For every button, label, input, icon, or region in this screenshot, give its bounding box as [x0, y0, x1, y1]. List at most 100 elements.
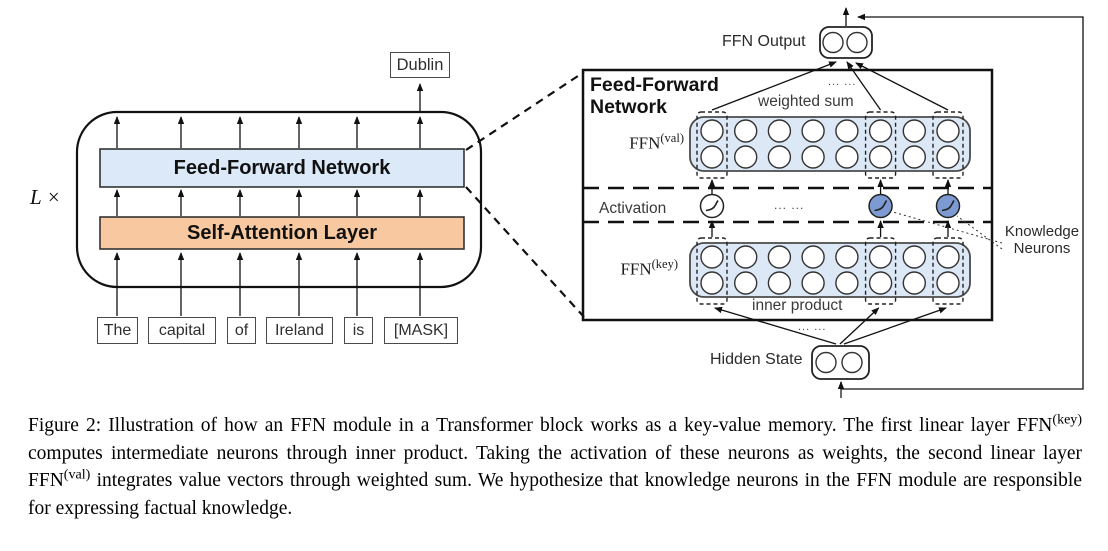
knowledge-neuron-pointer-2	[956, 215, 1003, 250]
ffn-detail-title-line2: Network	[590, 96, 667, 118]
ffn-key-base: FFN	[620, 259, 652, 279]
weighted-sum-label: weighted sum	[758, 93, 854, 110]
inner-product-arrow	[839, 307, 880, 345]
neuron-circle	[868, 119, 893, 143]
knowledge-neurons-label: Knowledge Neurons	[998, 223, 1086, 257]
val-column-highlight	[696, 111, 728, 179]
figure-caption: Figure 2: Illustration of how an FFN mod…	[28, 412, 1082, 522]
key-column-highlight	[696, 237, 728, 305]
self-attention-layer-label: Self-Attention Layer	[186, 222, 378, 244]
weighted-sum-arrow	[711, 61, 837, 111]
feed-forward-network-box	[99, 148, 465, 188]
zoom-connector-top	[465, 71, 585, 151]
activation-function-icon	[699, 193, 725, 219]
ffn-val-base: FFN	[629, 133, 661, 153]
key-column-highlight	[864, 237, 897, 305]
neuron-circle	[700, 245, 724, 269]
ffn-detail-box	[581, 68, 994, 322]
activation-circle	[868, 193, 893, 219]
input-token-capital: capital	[148, 317, 216, 344]
residual-connection-line	[841, 13, 1084, 390]
knowledge-neurons-line2: Neurons	[1013, 239, 1071, 257]
ffn-output-label: FFN Output	[722, 33, 806, 50]
val-column-highlight	[932, 111, 964, 179]
caption-text: computes intermediate neurons through in…	[28, 442, 1082, 492]
output-token-box: Dublin	[390, 52, 450, 78]
ffn-detail-title: Feed-Forward Network	[590, 74, 719, 118]
neuron-circle	[868, 271, 893, 295]
self-attention-layer-box	[99, 216, 465, 250]
neuron-circle	[734, 145, 758, 169]
neuron-circle	[936, 119, 960, 143]
neuron-circle	[801, 145, 825, 169]
neuron-circle	[868, 145, 893, 169]
neuron-circle	[801, 245, 825, 269]
neuron-circle	[734, 119, 758, 143]
input-token-of: of	[227, 317, 256, 344]
ellipsis-bottom: ... ...	[798, 321, 827, 333]
activation-curve	[941, 200, 955, 212]
neuron-circle	[801, 119, 825, 143]
weighted-sum-arrow	[846, 61, 882, 111]
neuron-circle	[801, 271, 825, 295]
neuron-circle	[936, 245, 960, 269]
neuron-circle	[835, 245, 859, 269]
neuron-circle	[700, 145, 724, 169]
activation-curve	[705, 200, 719, 212]
input-token-is: is	[344, 317, 373, 344]
neuron-circle	[835, 145, 859, 169]
weighted-sum-arrow	[855, 62, 949, 111]
neuron-circle	[767, 245, 792, 269]
input-token-the: The	[97, 317, 138, 344]
knowledge-neuron-icon	[935, 193, 961, 219]
diagram-canvas	[75, 7, 1084, 398]
inner-product-arrow	[843, 307, 947, 345]
neuron-circle	[835, 119, 859, 143]
ffn-key-sup: (key)	[651, 257, 678, 271]
neuron-circle	[734, 245, 758, 269]
caption-superscript: (val)	[63, 466, 91, 483]
input-token-mask: [MASK]	[384, 317, 458, 344]
ffn-detail-title-line1: Feed-Forward	[590, 74, 719, 96]
ellipsis-top: ... ...	[828, 76, 857, 88]
ffn-key-label: FFN(key)	[606, 257, 678, 280]
column-flow-arrows	[708, 61, 952, 345]
neuron-circle	[767, 145, 792, 169]
key-column-highlight	[932, 237, 964, 305]
ffn-val-matrix	[689, 116, 971, 172]
neuron-circle	[902, 245, 926, 269]
caption-superscript: (key)	[1052, 411, 1082, 428]
val-column-highlight	[864, 111, 897, 179]
knowledge-neurons-line1: Knowledge	[1004, 223, 1080, 240]
inner-product-label: inner product	[752, 297, 843, 314]
neuron-circle	[700, 271, 724, 295]
ffn-key-neurons	[700, 245, 960, 295]
loop-count-label: L ×	[30, 185, 61, 209]
caption-text: integrates value vectors through weighte…	[28, 470, 1082, 519]
neuron-circle	[767, 119, 792, 143]
highlighted-column-boxes	[696, 111, 964, 305]
transformer-block-outline	[75, 110, 483, 289]
ffn-val-sup: (val)	[660, 131, 684, 145]
neuron-circle	[734, 271, 758, 295]
activation-curve	[874, 200, 888, 212]
ffn-val-label: FFN(val)	[612, 131, 684, 154]
ellipsis-activation: ... ...	[774, 198, 805, 212]
ffn-key-matrix	[689, 242, 971, 298]
neuron-circle	[902, 145, 926, 169]
left-flow-arrows	[113, 116, 424, 316]
caption-text: Figure 2: Illustration of how an FFN mod…	[28, 415, 1053, 436]
neuron-circle	[902, 119, 926, 143]
feed-forward-network-label: Feed-Forward Network	[173, 157, 391, 179]
neuron-circle	[767, 271, 792, 295]
ffn-output-vector	[819, 26, 873, 59]
activation-circle	[935, 193, 961, 219]
activation-circle	[699, 193, 725, 219]
neuron-circle	[902, 271, 926, 295]
hidden-state-vector	[811, 345, 870, 380]
knowledge-neuron-pointer-1	[892, 211, 1003, 244]
activation-function-icons	[699, 193, 961, 219]
neuron-circle	[868, 245, 893, 269]
knowledge-neuron-icon	[868, 193, 893, 219]
figure-2-diagram: L × Dublin Feed-Forward Network Self-Att…	[30, 7, 1086, 398]
